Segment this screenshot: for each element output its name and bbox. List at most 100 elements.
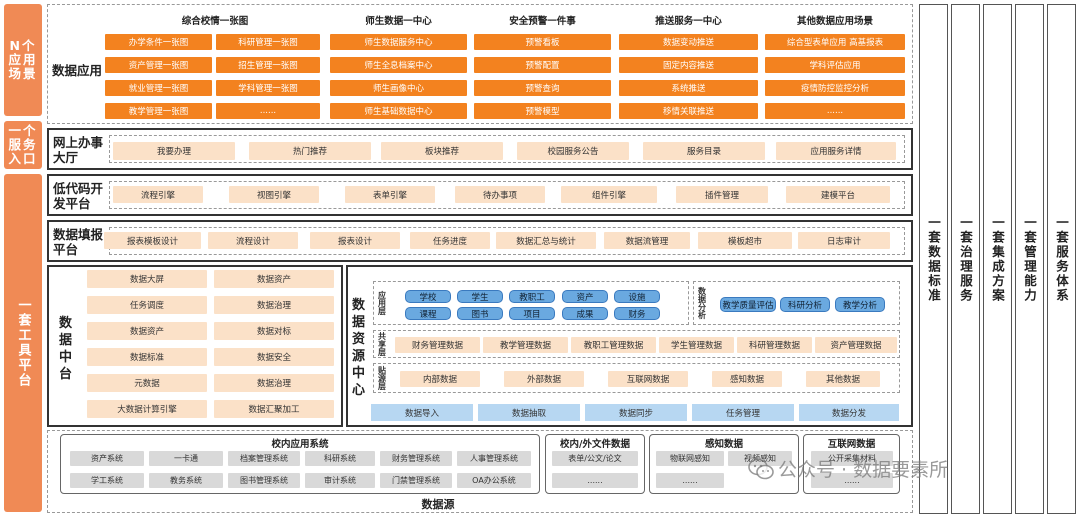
app-item[interactable]: 数据变动推送 (619, 34, 758, 50)
datasource-item[interactable]: ...... (552, 473, 638, 488)
resource-op[interactable]: 任务管理 (692, 404, 794, 421)
resource-op[interactable]: 数据抽取 (478, 404, 580, 421)
app-item[interactable]: 师生全息档案中心 (330, 57, 467, 73)
datasource-item[interactable]: 公开采集材料 (811, 451, 893, 466)
source-item[interactable]: 感知数据 (712, 371, 782, 387)
middle-item[interactable]: 数据安全 (214, 348, 334, 366)
datasource-item[interactable]: 一卡通 (149, 451, 223, 466)
lowcode-item[interactable]: 视图引擎 (229, 186, 319, 203)
app-item[interactable]: 固定内容推送 (619, 57, 758, 73)
datasource-item[interactable]: 资产系统 (70, 451, 144, 466)
source-item[interactable]: 外部数据 (504, 371, 584, 387)
middle-item[interactable]: 数据对标 (214, 322, 334, 340)
app-item[interactable]: 就业管理一张图 (105, 80, 212, 96)
app-item[interactable]: 学科评估应用 (765, 57, 905, 73)
resource-op[interactable]: 数据导入 (371, 404, 473, 421)
lowcode-item[interactable]: 流程引擎 (113, 186, 203, 203)
app-item[interactable]: 综合型表单应用 高基报表 (765, 34, 905, 50)
hall-item[interactable]: 热门推荐 (249, 142, 371, 160)
datasource-item[interactable]: 科研系统 (305, 451, 375, 466)
analysis-item[interactable]: 教学质量评估 (720, 297, 776, 312)
data-cylinder[interactable]: 成果 (562, 307, 608, 320)
datasource-item[interactable]: 财务管理系统 (380, 451, 452, 466)
share-item[interactable]: 学生管理数据 (659, 337, 734, 353)
lowcode-item[interactable]: 建模平台 (786, 186, 890, 203)
resource-op[interactable]: 数据分发 (799, 404, 899, 421)
data-cylinder[interactable]: 项目 (509, 307, 555, 320)
data-cylinder[interactable]: 学校 (405, 290, 451, 303)
source-item[interactable]: 其他数据 (806, 371, 880, 387)
middle-item[interactable]: 元数据 (87, 374, 207, 392)
report-item[interactable]: 报表模板设计 (104, 232, 201, 249)
middle-item[interactable]: 数据标准 (87, 348, 207, 366)
app-item[interactable]: 系统推送 (619, 80, 758, 96)
analysis-item[interactable]: 教学分析 (835, 297, 885, 312)
hall-item[interactable]: 我要办理 (113, 142, 235, 160)
middle-item[interactable]: 数据资产 (87, 322, 207, 340)
source-item[interactable]: 互联网数据 (608, 371, 688, 387)
hall-item[interactable]: 板块推荐 (381, 142, 503, 160)
share-item[interactable]: 科研管理数据 (737, 337, 812, 353)
app-item[interactable]: 教学管理一张图 (105, 103, 212, 119)
middle-item[interactable]: 大数据计算引擎 (87, 400, 207, 418)
data-cylinder[interactable]: 课程 (405, 307, 451, 320)
middle-item[interactable]: 数据治理 (214, 296, 334, 314)
datasource-item[interactable]: ...... (656, 473, 724, 488)
data-cylinder[interactable]: 图书 (457, 307, 503, 320)
app-item[interactable]: 科研管理一张图 (216, 34, 320, 50)
app-item[interactable]: 疫情防控监控分析 (765, 80, 905, 96)
middle-item[interactable]: 数据大屏 (87, 270, 207, 288)
app-item[interactable]: 学科管理一张图 (216, 80, 320, 96)
source-item[interactable]: 内部数据 (400, 371, 480, 387)
hall-item[interactable]: 应用服务详情 (776, 142, 896, 160)
app-item[interactable]: 预警查询 (474, 80, 611, 96)
datasource-item[interactable]: 档案管理系统 (228, 451, 300, 466)
datasource-item[interactable]: OA办公系统 (457, 473, 531, 488)
datasource-item[interactable]: 学工系统 (70, 473, 144, 488)
app-item[interactable]: 资产管理一张图 (105, 57, 212, 73)
data-cylinder[interactable]: 教职工 (509, 290, 555, 303)
middle-item[interactable]: 任务调度 (87, 296, 207, 314)
app-item[interactable]: 预警模型 (474, 103, 611, 119)
app-item[interactable]: 师生画像中心 (330, 80, 467, 96)
app-item[interactable]: ...... (765, 103, 905, 119)
app-item[interactable]: 预警看板 (474, 34, 611, 50)
lowcode-item[interactable]: 组件引擎 (561, 186, 657, 203)
app-item[interactable]: ...... (216, 103, 320, 119)
datasource-item[interactable]: ...... (811, 473, 893, 488)
middle-item[interactable]: 数据资产 (214, 270, 334, 288)
report-item[interactable]: 报表设计 (310, 232, 400, 249)
datasource-item[interactable]: 门禁管理系统 (380, 473, 452, 488)
report-item[interactable]: 模板超市 (698, 232, 792, 249)
lowcode-item[interactable]: 插件管理 (676, 186, 768, 203)
report-item[interactable]: 数据汇总与统计 (496, 232, 596, 249)
lowcode-item[interactable]: 待办事项 (455, 186, 545, 203)
report-item[interactable]: 日志审计 (798, 232, 890, 249)
data-cylinder[interactable]: 资产 (562, 290, 608, 303)
lowcode-item[interactable]: 表单引擎 (345, 186, 435, 203)
report-item[interactable]: 任务进度 (410, 232, 490, 249)
share-item[interactable]: 财务管理数据 (395, 337, 480, 353)
datasource-item[interactable]: 教务系统 (149, 473, 223, 488)
share-item[interactable]: 资产管理数据 (815, 337, 897, 353)
share-item[interactable]: 教学管理数据 (483, 337, 568, 353)
datasource-item[interactable]: 人事管理系统 (457, 451, 531, 466)
app-item[interactable]: 师生数据服务中心 (330, 34, 467, 50)
app-item[interactable]: 办学条件一张图 (105, 34, 212, 50)
app-item[interactable]: 招生管理一张图 (216, 57, 320, 73)
hall-item[interactable]: 服务目录 (643, 142, 765, 160)
app-item[interactable]: 预警配置 (474, 57, 611, 73)
datasource-item[interactable]: 审计系统 (305, 473, 375, 488)
resource-op[interactable]: 数据同步 (585, 404, 687, 421)
datasource-item[interactable]: 表单/公文/论文 (552, 451, 638, 466)
middle-item[interactable]: 数据治理 (214, 374, 334, 392)
data-cylinder[interactable]: 设施 (614, 290, 660, 303)
analysis-item[interactable]: 科研分析 (780, 297, 830, 312)
data-cylinder[interactable]: 财务 (614, 307, 660, 320)
app-item[interactable]: 师生基础数据中心 (330, 103, 467, 119)
datasource-item[interactable]: 图书管理系统 (228, 473, 300, 488)
middle-item[interactable]: 数据汇聚加工 (214, 400, 334, 418)
app-item[interactable]: 移情关联推送 (619, 103, 758, 119)
report-item[interactable]: 流程设计 (208, 232, 298, 249)
hall-item[interactable]: 校园服务公告 (517, 142, 629, 160)
